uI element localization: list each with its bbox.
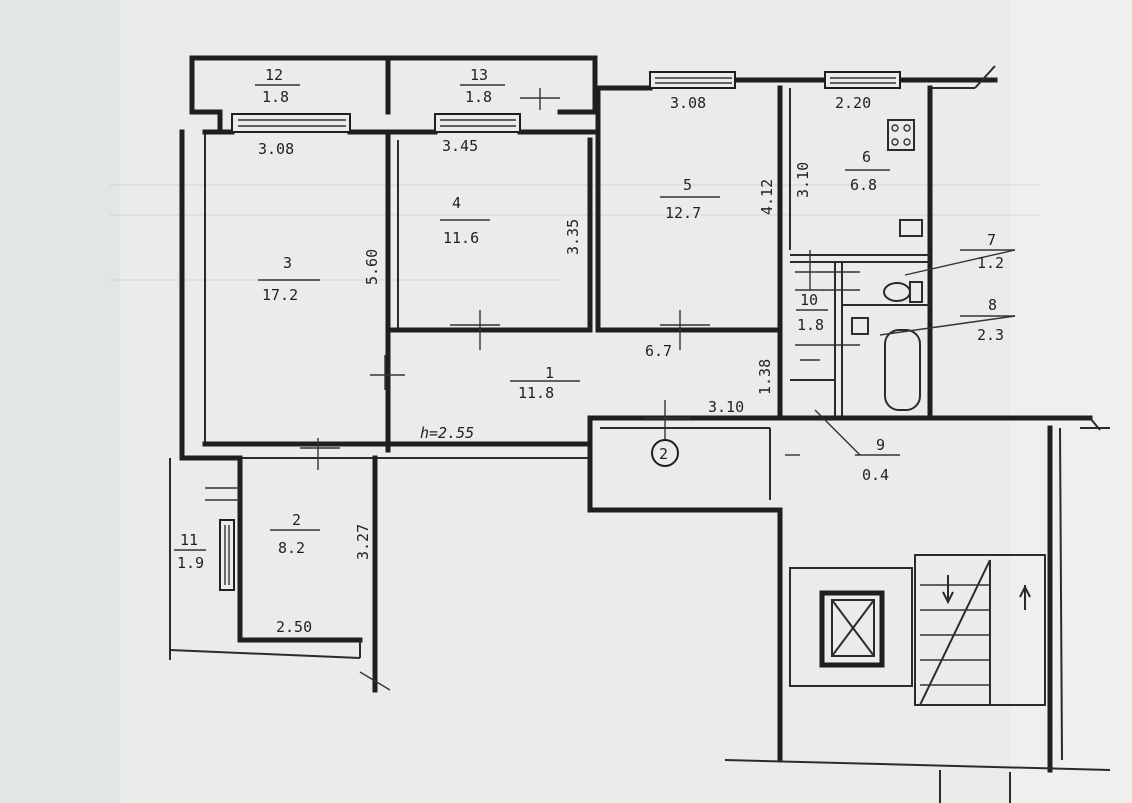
room-area: 1.8 (465, 88, 492, 106)
room-13-label: 13 1.8 (460, 66, 505, 106)
room-area: 1.8 (797, 316, 824, 334)
room-number: 4 (452, 194, 461, 212)
room-area: 8.2 (278, 539, 305, 557)
dim-room5-width: 3.08 (670, 94, 706, 112)
dim-room3-depth: 5.60 (363, 249, 381, 285)
dim-room2-width: 2.50 (276, 618, 312, 636)
room-area: 17.2 (262, 286, 298, 304)
room-area: 6.8 (850, 176, 877, 194)
room-number: 1 (545, 364, 554, 382)
room-1-label: 1 11.8 (510, 364, 580, 402)
room-6-label: 6 6.8 (845, 148, 890, 194)
room-number: 5 (683, 176, 692, 194)
room-5-label: 5 12.7 (660, 176, 720, 222)
window-room5 (649, 71, 736, 89)
sink-icon (899, 219, 923, 237)
dimension-ticks (205, 88, 1016, 691)
room-3-label: 3 17.2 (258, 254, 320, 304)
room-area: 12.7 (665, 204, 701, 222)
room-area: 0.4 (862, 466, 889, 484)
room-number: 2 (292, 511, 301, 529)
room-number: 6 (862, 148, 871, 166)
stove-icon (887, 119, 915, 151)
room-number: 7 (987, 231, 996, 249)
room-area: 1.2 (977, 254, 1004, 272)
walls (169, 55, 1111, 803)
room-number: 9 (876, 436, 885, 454)
room-number: 3 (283, 254, 292, 272)
room-area: 1.8 (262, 88, 289, 106)
fixtures (851, 119, 923, 411)
dim-room5-depth: 4.12 (758, 179, 776, 215)
room-11-label: 11 1.9 (174, 531, 206, 572)
room-9-label: 9 0.4 (855, 436, 900, 484)
dim-room4-width: 3.45 (442, 137, 478, 155)
room-8-label: 8 2.3 (960, 296, 1015, 344)
washbasin-icon (851, 317, 869, 335)
dim-room6-depth: 3.10 (794, 162, 812, 198)
room-number: 11 (180, 531, 198, 549)
dim-room2-depth: 3.27 (354, 524, 372, 560)
window-room4 (434, 113, 521, 133)
room-2-label: 2 8.2 (270, 511, 320, 557)
dim-room6-width: 2.20 (835, 94, 871, 112)
dim-room3-width: 3.08 (258, 140, 294, 158)
room-7-label: 7 1.2 (960, 231, 1015, 272)
dim-room4-depth: 3.35 (564, 219, 582, 255)
ceiling-height: h=2.55 (420, 424, 474, 442)
room-number: 10 (800, 291, 818, 309)
room-area: 2.3 (977, 326, 1004, 344)
room-area: 11.6 (443, 229, 479, 247)
window-room11 (219, 519, 235, 591)
room-number: 13 (470, 66, 488, 84)
riser-marker: 2 (651, 439, 679, 467)
window-room6 (824, 71, 901, 89)
dim-hall-depth: 1.38 (756, 359, 774, 395)
room-10-label: 10 1.8 (796, 291, 828, 334)
room-12-label: 12 1.8 (255, 66, 300, 106)
bathtub-icon (884, 329, 921, 411)
dim-hall-length: 6.7 (645, 342, 672, 360)
stair-treads (920, 584, 990, 686)
window-room3 (231, 113, 351, 133)
dim-hall-end: 3.10 (708, 398, 744, 416)
riser-number: 2 (659, 445, 668, 463)
room-number: 8 (988, 296, 997, 314)
room-number: 12 (265, 66, 283, 84)
room-area: 1.9 (177, 554, 204, 572)
dimension-labels: 3.08 3.45 3.08 2.20 3.10 4.12 3.35 5.60 … (258, 94, 871, 636)
room-area: 11.8 (518, 384, 554, 402)
room-labels: 12 1.8 13 1.8 3 17.2 4 11.6 5 12.7 6 6.8 (174, 66, 1015, 572)
room-4-label: 4 11.6 (440, 194, 490, 247)
